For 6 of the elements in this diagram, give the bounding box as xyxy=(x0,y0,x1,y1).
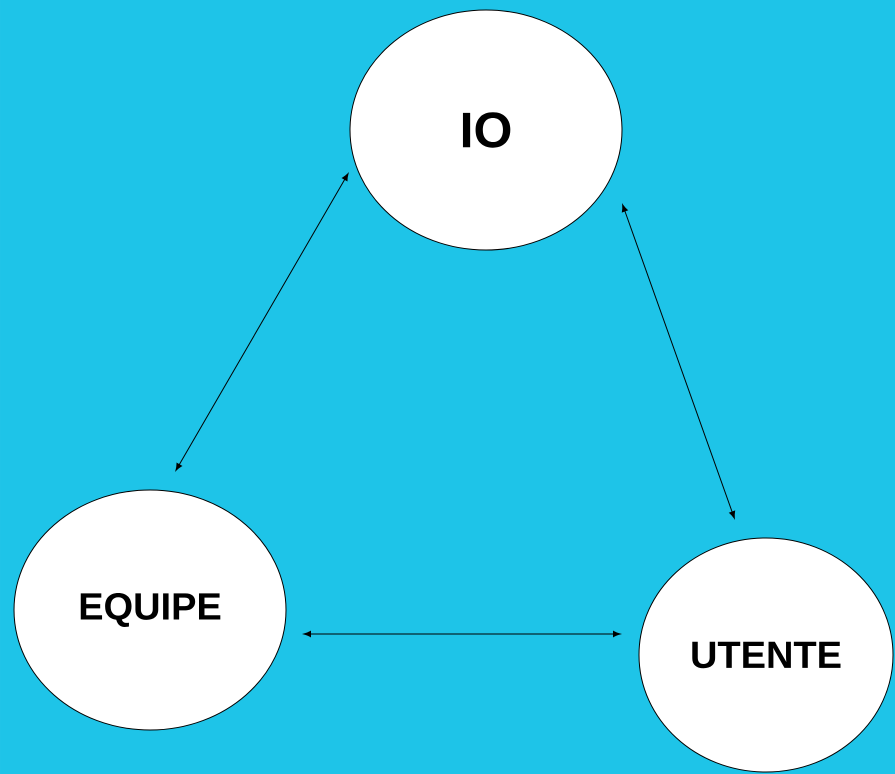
ellipse-node: EQUIPE xyxy=(14,490,286,730)
arrow xyxy=(304,630,620,638)
arrow xyxy=(622,204,736,519)
ellipse-node: IO xyxy=(350,10,622,250)
ellipse-node: UTENTE xyxy=(638,538,894,772)
arrow xyxy=(176,173,348,471)
